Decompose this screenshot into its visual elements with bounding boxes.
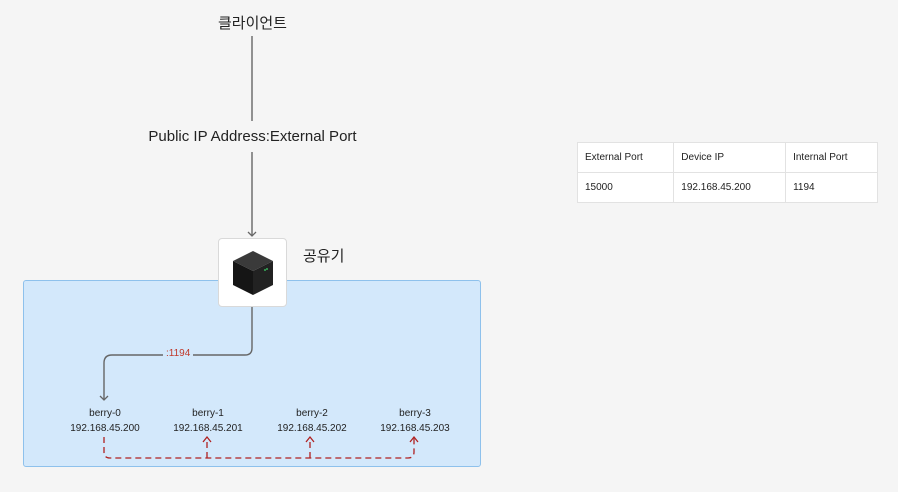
berry-dashed-links — [103, 437, 415, 459]
device-berry-1: berry-1 192.168.45.201 — [163, 406, 253, 436]
column-header-device-ip: Device IP — [673, 142, 787, 173]
port-forward-table: External Port Device IP Internal Port 15… — [576, 142, 878, 203]
device-ip: 192.168.45.203 — [380, 423, 450, 434]
device-ip: 192.168.45.202 — [277, 423, 347, 434]
device-berry-2: berry-2 192.168.45.202 — [267, 406, 357, 436]
router-label: 공유기 — [303, 248, 345, 265]
berry2-arrowhead — [305, 435, 315, 443]
table-header-row: External Port Device IP Internal Port — [576, 142, 878, 173]
berry3-arrowhead — [409, 435, 419, 443]
router-node[interactable] — [218, 238, 287, 307]
device-ip: 192.168.45.201 — [173, 423, 243, 434]
device-name: berry-1 — [192, 408, 224, 419]
device-berry-3: berry-3 192.168.45.203 — [370, 406, 460, 436]
device-berry-0: berry-0 192.168.45.200 — [60, 406, 150, 436]
device-name: berry-0 — [89, 408, 121, 419]
public-address-label: Public IP Address:External Port — [148, 128, 357, 145]
device-name: berry-2 — [296, 408, 328, 419]
berry1-arrowhead — [202, 435, 212, 443]
table-row: 15000 192.168.45.200 1194 — [576, 172, 878, 203]
column-header-internal-port: Internal Port — [785, 142, 878, 173]
forward-port-label: :1194 — [163, 348, 194, 359]
cell-external-port: 15000 — [576, 172, 675, 203]
column-header-external-port: External Port — [576, 142, 675, 173]
device-ip: 192.168.45.200 — [70, 423, 140, 434]
router-cube-icon — [232, 250, 273, 295]
cell-device-ip: 192.168.45.200 — [673, 172, 787, 203]
client-label: 클라이언트 — [217, 15, 287, 32]
cell-internal-port: 1194 — [785, 172, 878, 203]
device-name: berry-3 — [399, 408, 431, 419]
